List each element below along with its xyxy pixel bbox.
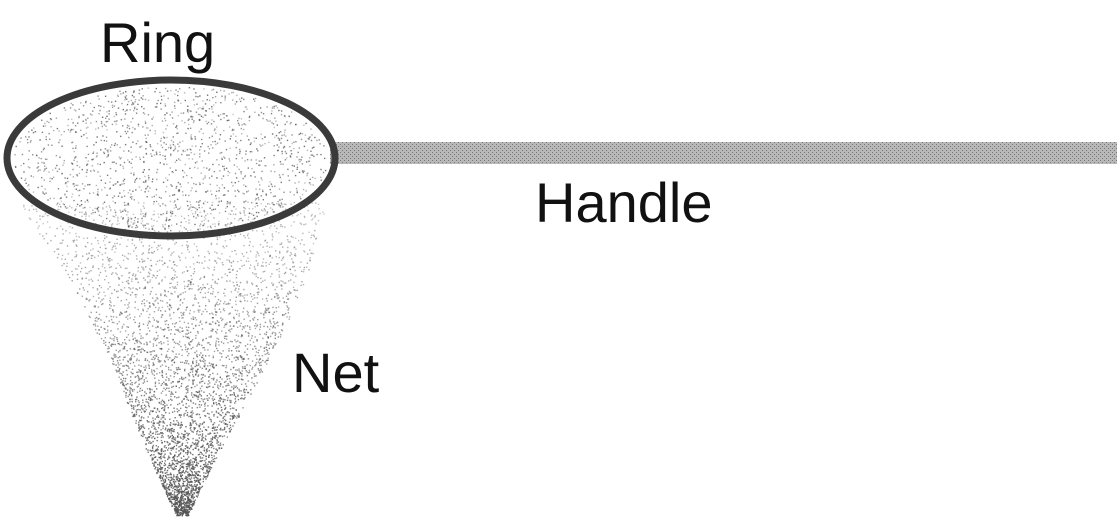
net-label: Net: [292, 341, 380, 404]
handle-bar: [330, 142, 1117, 164]
ring-label: Ring: [100, 11, 215, 74]
ring-ellipse: [3, 76, 339, 240]
handle-label: Handle: [535, 171, 712, 234]
net-cone: [14, 87, 327, 517]
